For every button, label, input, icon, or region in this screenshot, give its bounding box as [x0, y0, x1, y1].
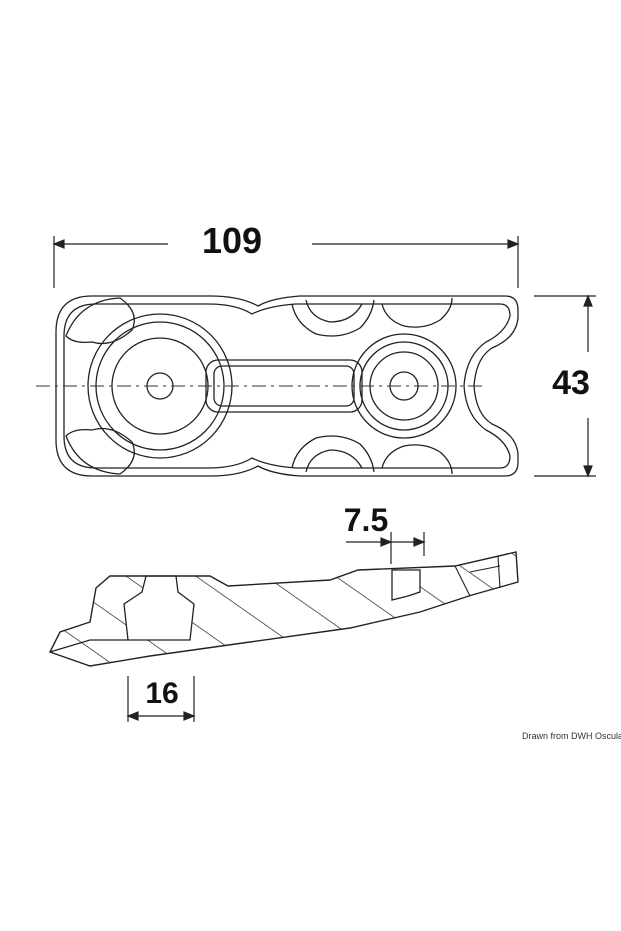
side-section [49, 551, 519, 667]
arrow-right [507, 239, 520, 249]
arrow-left [380, 537, 393, 547]
arrow-left [126, 711, 139, 721]
dimension-hole-offset [346, 532, 426, 564]
section-lip [49, 639, 128, 653]
right-recess [391, 569, 421, 601]
arrow-left [52, 239, 65, 249]
scallop-bottom-3 [381, 444, 453, 475]
dimension-height-label: 43 [552, 364, 590, 402]
dimension-length [52, 236, 520, 288]
scallop-top-1 [65, 297, 135, 345]
dimension-length-label: 109 [202, 220, 262, 261]
arrow-right [183, 711, 196, 721]
top-view-inner-contour [63, 303, 511, 469]
top-view-outline [55, 295, 519, 477]
dimension-base-width-label: 16 [145, 677, 178, 710]
arrow-bottom [583, 465, 593, 478]
dimension-base-width [126, 676, 196, 722]
section-tip-detail [454, 555, 501, 597]
scallop-bottom-2 [291, 435, 375, 473]
section-hatching [50, 552, 518, 666]
left-recess [123, 575, 195, 641]
scallop-bottom-1 [65, 427, 135, 475]
scallop-top-4 [305, 299, 363, 323]
credit-text: Drawn from DWH Osculati Srl [522, 731, 621, 741]
scallop-bottom-4 [305, 449, 363, 473]
arrow-right [413, 537, 426, 547]
dimension-hole-offset-label: 7.5 [344, 502, 388, 538]
scallop-top-2 [291, 299, 375, 337]
scallop-top-3 [381, 297, 453, 328]
arrow-top [583, 294, 593, 307]
dimension-height [534, 294, 596, 478]
